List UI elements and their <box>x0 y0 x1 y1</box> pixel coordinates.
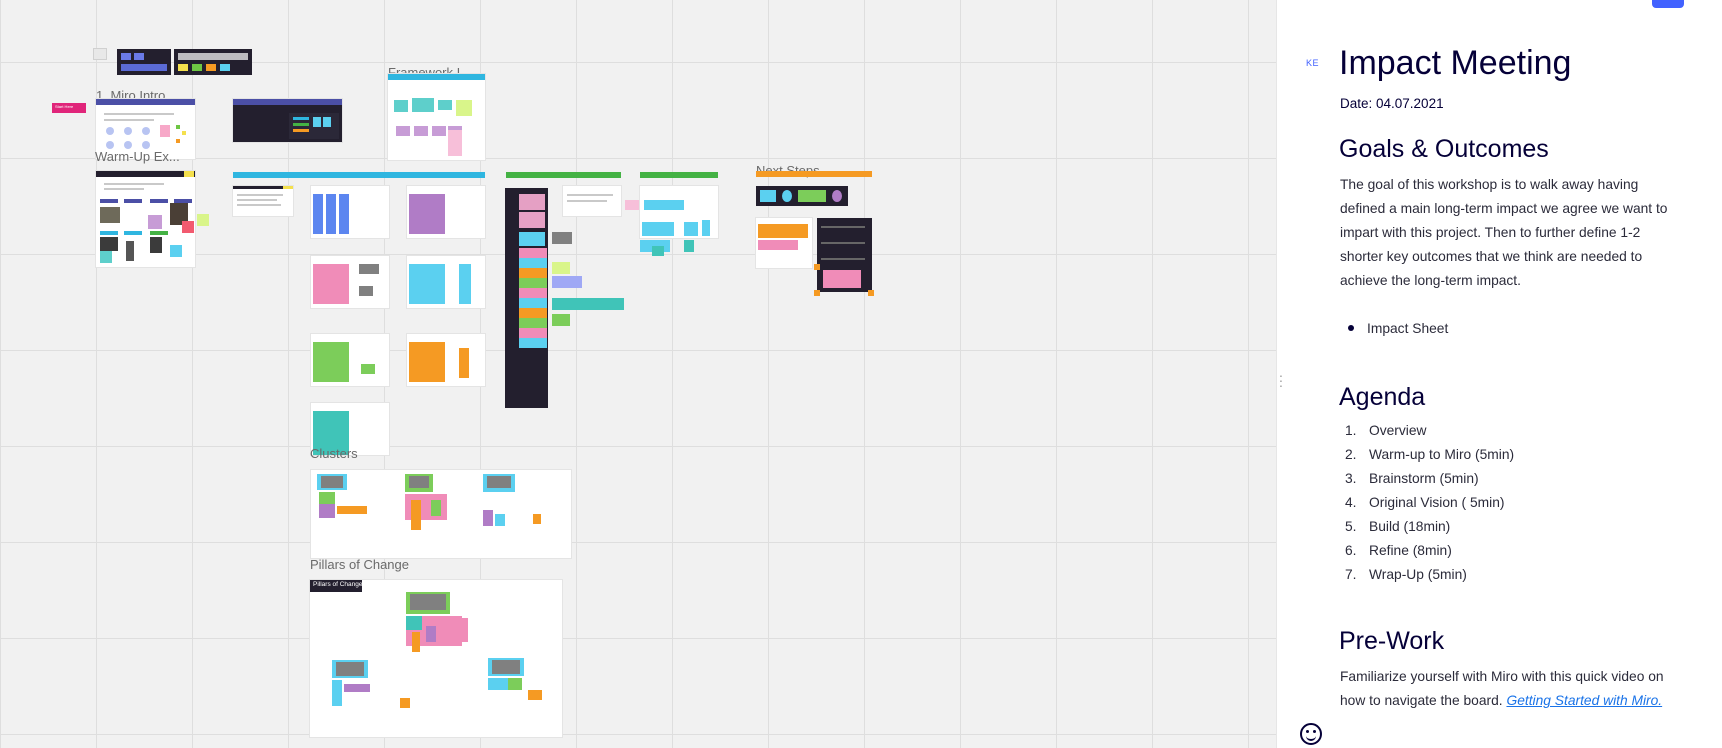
agenda-list: 1.Overview 2.Warm-up to Miro (5min) 3.Br… <box>1345 419 1514 587</box>
cluster-purple[interactable] <box>407 186 485 238</box>
frame-thumbnail-dark-1[interactable] <box>117 49 171 75</box>
pillars-header: Pillars of Change <box>310 580 363 592</box>
cluster-green[interactable] <box>311 334 389 386</box>
refine-header-bar[interactable] <box>640 172 718 178</box>
prework-heading: Pre-Work <box>1339 627 1445 655</box>
agenda-item: 3.Brainstorm (5min) <box>1345 471 1479 486</box>
build-notes[interactable] <box>563 186 621 216</box>
bullet-dot-icon <box>1348 325 1354 332</box>
goals-text: The goal of this workshop is to walk awa… <box>1340 177 1668 288</box>
page-title: Impact Meeting <box>1339 44 1572 82</box>
frame-label-pillars[interactable]: Pillars of Change <box>310 557 409 572</box>
agenda-item: 6.Refine (8min) <box>1345 543 1452 558</box>
next-steps-board[interactable] <box>817 218 872 292</box>
frame-warm-up[interactable] <box>96 171 195 267</box>
next-steps-header-bar[interactable] <box>756 171 872 177</box>
avatar[interactable]: KE <box>1306 58 1320 68</box>
agenda-item: 5.Build (18min) <box>1345 519 1451 534</box>
brainstorm-header-bar[interactable] <box>233 172 485 178</box>
frame-refine[interactable] <box>640 186 718 238</box>
board-canvas[interactable]: Start Here 1. Miro Intro Warm-Up Ex... <box>0 0 1276 748</box>
share-button[interactable] <box>1652 0 1684 8</box>
frame-clusters[interactable] <box>311 470 571 558</box>
cluster-orange[interactable] <box>407 334 485 386</box>
frame-framework[interactable] <box>388 74 485 160</box>
build-header-bar[interactable] <box>506 172 621 178</box>
next-steps-timeline[interactable] <box>756 186 848 206</box>
meeting-date: Date: 04.07.2021 <box>1340 96 1444 111</box>
agenda-item: 1.Overview <box>1345 423 1427 438</box>
agenda-item: 7.Wrap-Up (5min) <box>1345 567 1467 582</box>
frame-pillars[interactable]: Pillars of Change <box>310 580 562 737</box>
brainstorm-instructions[interactable] <box>233 186 293 216</box>
agenda-heading: Agenda <box>1339 383 1426 411</box>
start-here-label: Start Here <box>55 104 74 109</box>
agenda-item: 2.Warm-up to Miro (5min) <box>1345 447 1515 462</box>
goals-heading: Goals & Outcomes <box>1339 135 1549 163</box>
agenda-item: 4.Original Vision ( 5min) <box>1345 495 1505 510</box>
emoji-icon[interactable] <box>1300 723 1322 745</box>
frame-thumbnail-dark-2[interactable] <box>174 49 252 75</box>
bullet-impact-sheet: Impact Sheet <box>1348 321 1448 336</box>
frame-label-warm-up[interactable]: Warm-Up Ex... <box>95 149 180 164</box>
prework-text: Familiarize yourself with Miro with this… <box>1340 669 1664 708</box>
start-arrow-icon[interactable]: Start Here <box>52 103 86 113</box>
frame-thumbnail-small[interactable] <box>93 48 107 60</box>
build-column[interactable] <box>505 188 548 408</box>
panel-resize-handle-icon[interactable]: ··· <box>1278 367 1284 393</box>
cluster-pink[interactable] <box>311 256 389 308</box>
getting-started-link[interactable]: Getting Started with Miro. <box>1506 693 1663 708</box>
frame-miro-intro[interactable] <box>96 99 195 159</box>
frame-agenda[interactable] <box>233 99 342 142</box>
next-steps-stickies[interactable] <box>756 218 812 268</box>
frame-label-clusters[interactable]: Clusters <box>310 446 358 461</box>
cluster-teal[interactable] <box>311 403 389 455</box>
notes-panel <box>1276 0 1722 748</box>
cluster-blue[interactable] <box>311 186 389 238</box>
cluster-cyan[interactable] <box>407 256 485 308</box>
